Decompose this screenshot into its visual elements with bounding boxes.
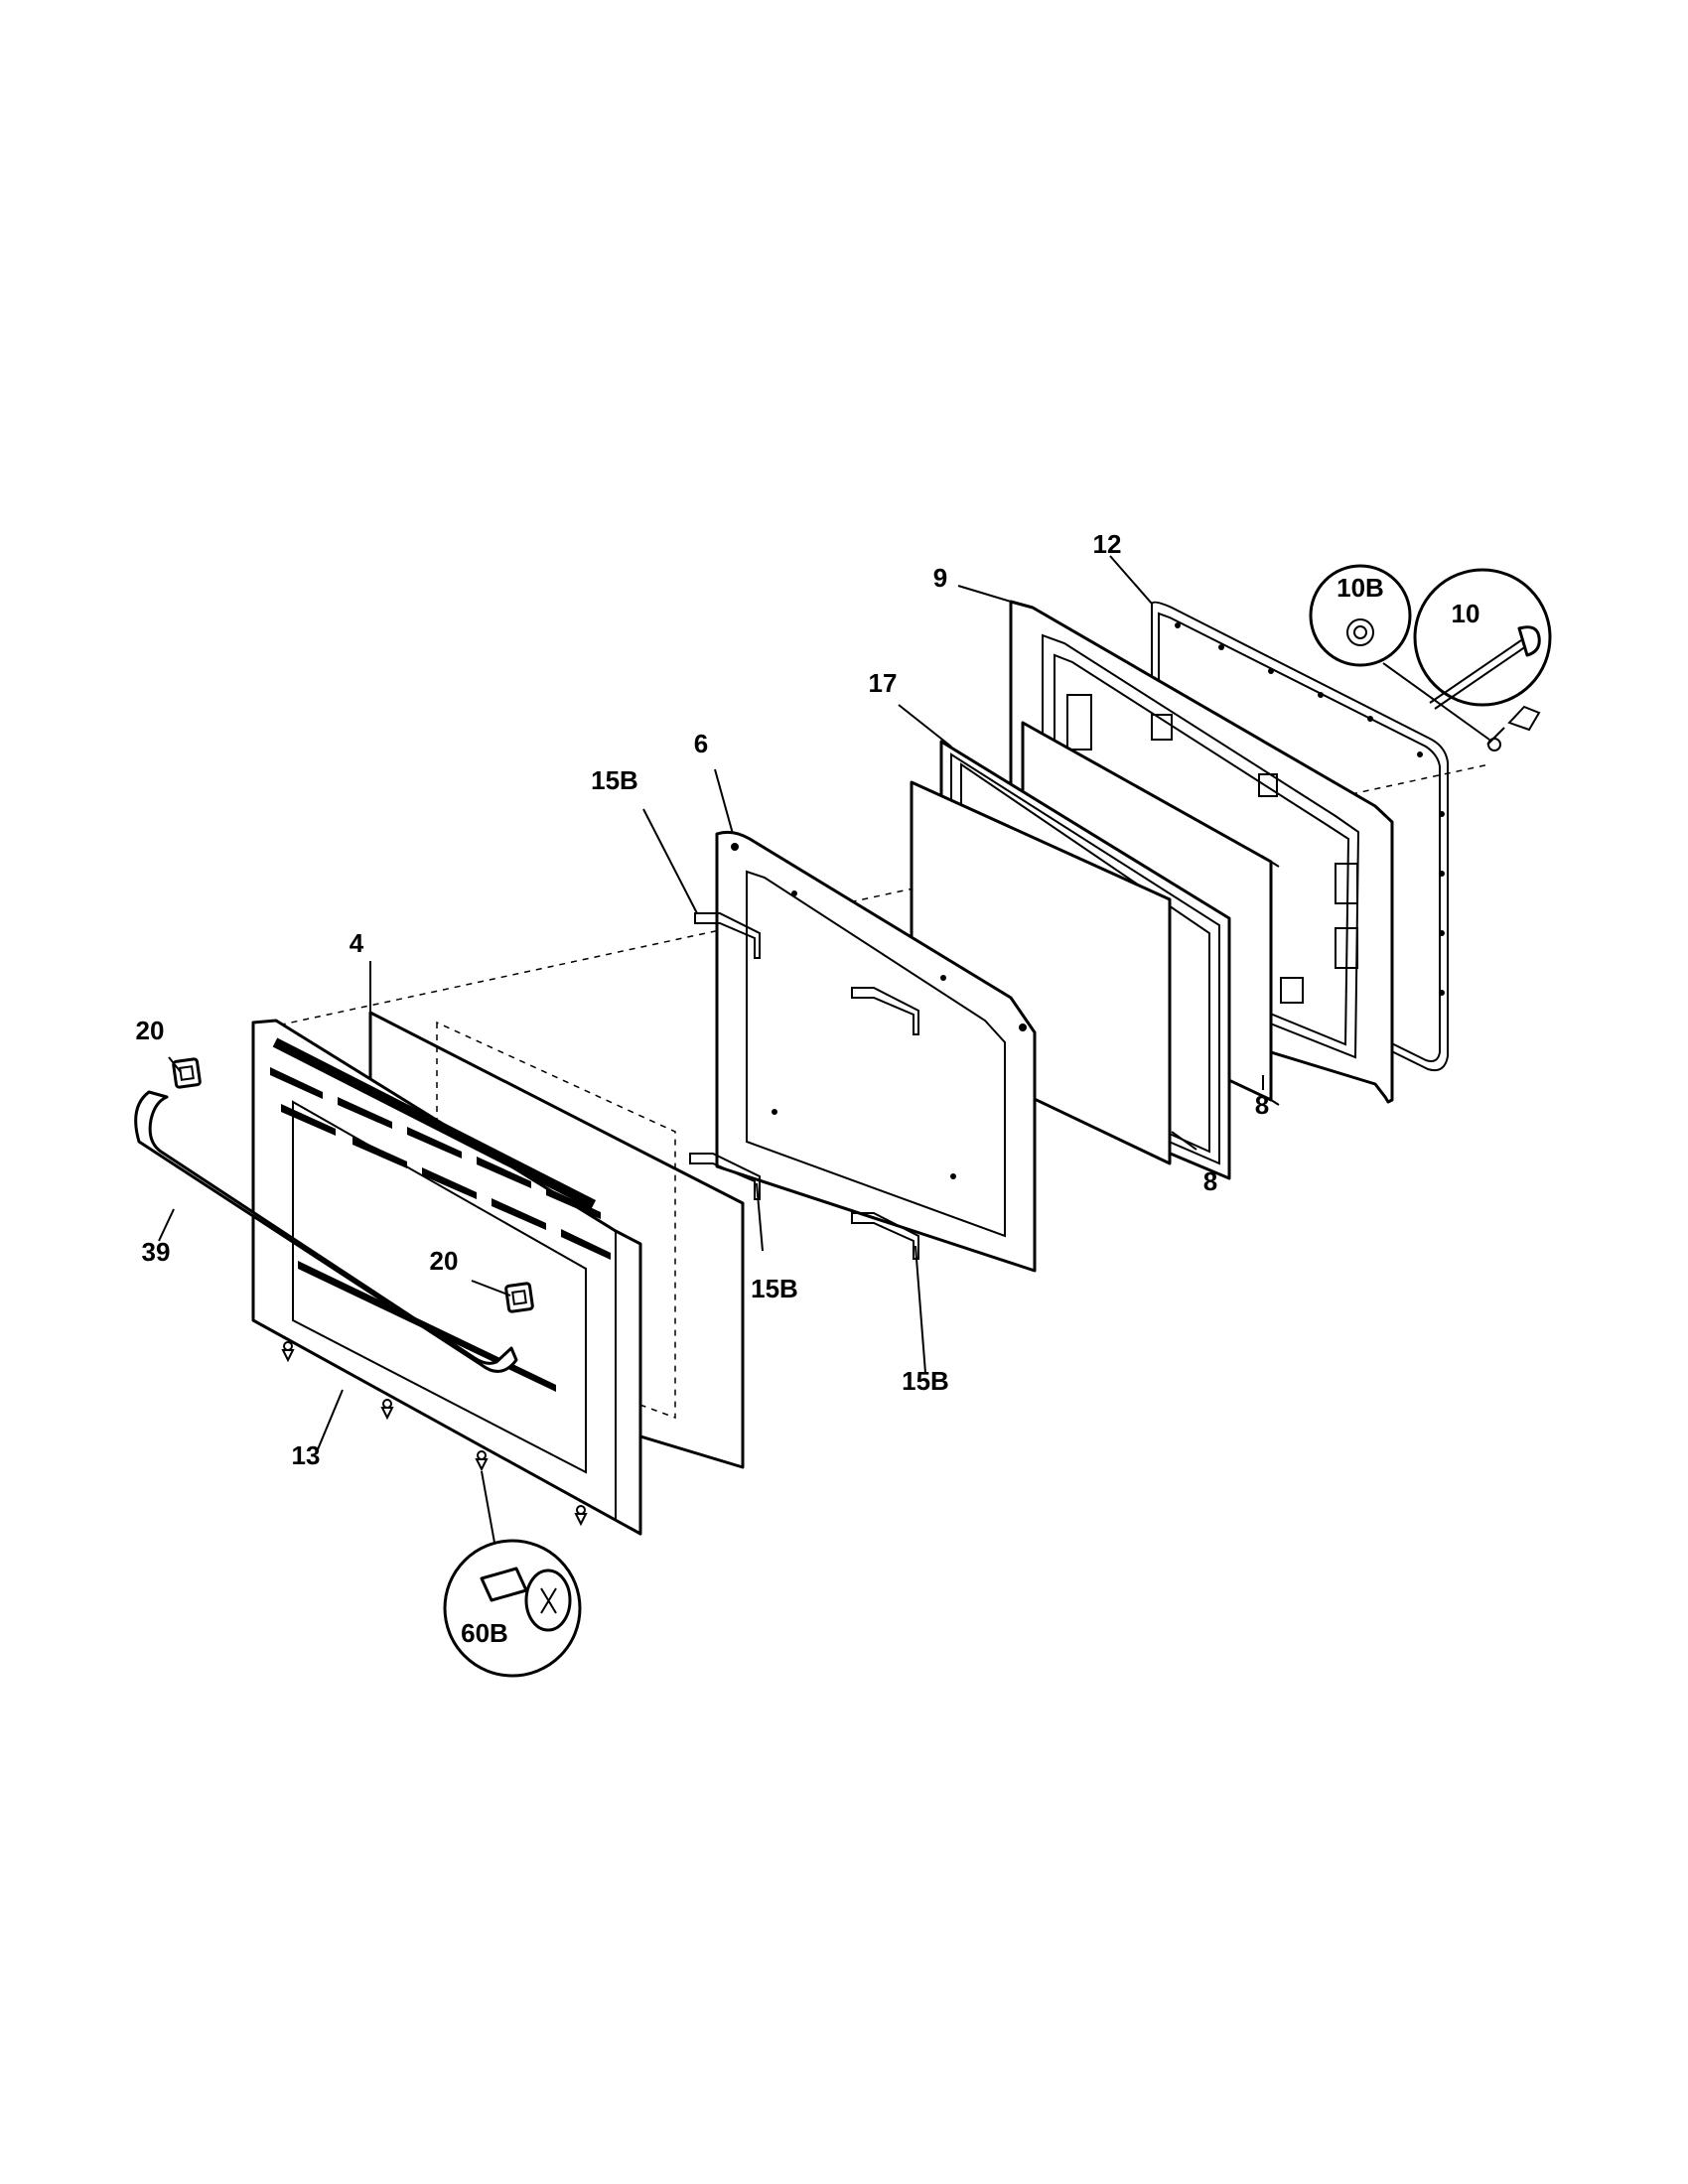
part-6-glass-mounting-frame	[715, 830, 1037, 1273]
callout-10: 10	[1452, 599, 1480, 628]
callout-8-right: 8	[1255, 1090, 1269, 1120]
callout-10-detail: 10	[1413, 568, 1552, 710]
callout-10b-detail: 10B	[1309, 564, 1412, 667]
callout-20-handle: 20	[430, 1246, 459, 1276]
callout-4: 4	[350, 928, 364, 958]
callout-15b-top: 15B	[591, 765, 638, 795]
callout-60b: 60B	[461, 1618, 508, 1648]
callout-10b: 10B	[1336, 573, 1384, 603]
callout-15b-bottom: 15B	[902, 1366, 949, 1396]
clip-15b-top	[694, 912, 761, 959]
part-39-door-handle	[134, 1090, 518, 1373]
callout-9: 9	[933, 563, 947, 593]
callout-15b-mid: 15B	[751, 1274, 798, 1303]
callout-17: 17	[869, 668, 898, 698]
callout-8-lower: 8	[1203, 1166, 1217, 1196]
callout-39: 39	[142, 1237, 171, 1267]
callout-12: 12	[1093, 529, 1122, 559]
callout-labels: 12 9 17 6 15B 4 20 39 20 15B 15B 8 8 13	[136, 529, 1270, 1470]
callout-20-left: 20	[136, 1016, 165, 1045]
clip-15b-mid	[689, 1153, 761, 1200]
clip-15b-center	[851, 987, 919, 1035]
part-20-handle-cap-left	[172, 1057, 202, 1089]
leader-lines	[158, 555, 1490, 1555]
callout-6: 6	[694, 729, 708, 758]
callout-60b-detail: 60B	[443, 1539, 582, 1678]
clip-15b-bottom	[851, 1212, 919, 1260]
part-10-screw-small	[1486, 705, 1541, 751]
part-20-handle-cap-right	[504, 1282, 534, 1313]
screws-60b-row	[281, 1341, 588, 1527]
callout-13: 13	[292, 1440, 321, 1470]
part-12-door-gasket	[1151, 601, 1449, 1072]
